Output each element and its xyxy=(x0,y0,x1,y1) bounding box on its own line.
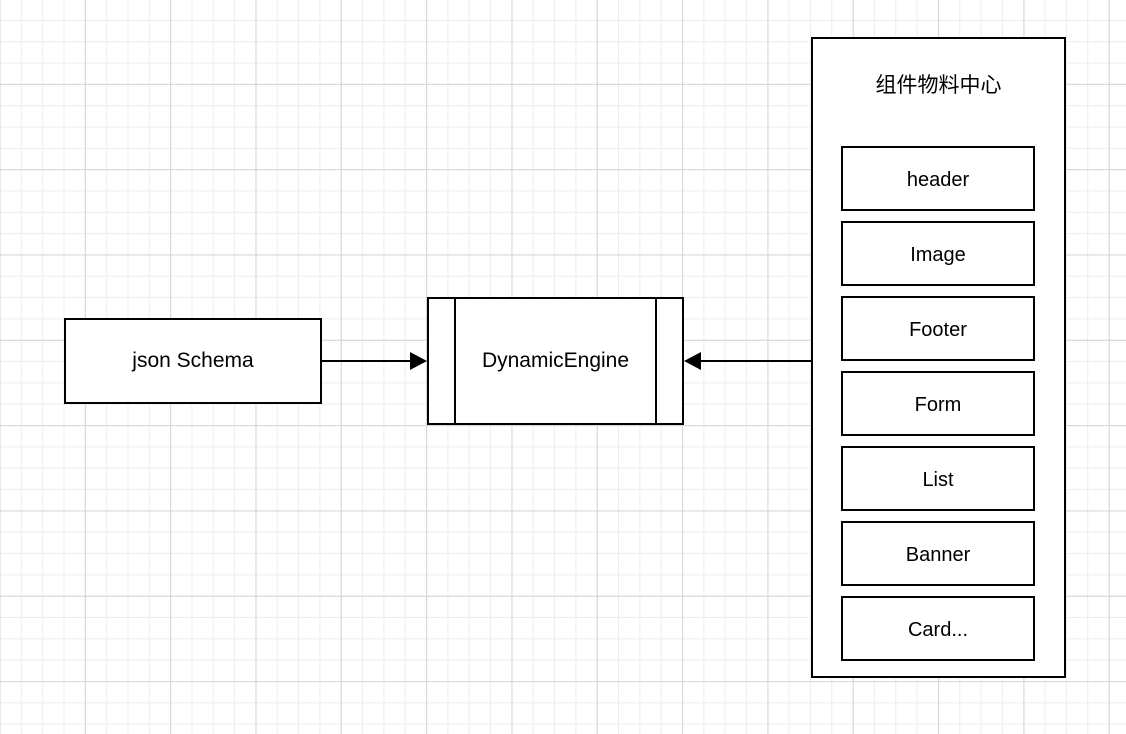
list-item[interactable]: header xyxy=(841,146,1035,211)
arrowhead-left-icon xyxy=(684,352,701,370)
list-item-label: Card... xyxy=(907,619,969,641)
edge-panel-to-engine[interactable] xyxy=(695,360,811,362)
list-item-label: Image xyxy=(910,244,966,266)
list-item-label: Footer xyxy=(909,319,967,341)
list-item-label: List xyxy=(922,469,954,491)
list-item[interactable]: Form xyxy=(841,371,1035,436)
edge-schema-to-engine[interactable] xyxy=(322,360,416,362)
list-item[interactable]: Footer xyxy=(841,296,1035,361)
list-item[interactable]: List xyxy=(841,446,1035,511)
component-panel-title: 组件物料中心 xyxy=(875,73,1002,97)
node-json-schema[interactable]: json Schema xyxy=(64,318,322,404)
list-item-label: header xyxy=(906,169,970,191)
list-item[interactable]: Banner xyxy=(841,521,1035,586)
list-item[interactable]: Image xyxy=(841,221,1035,286)
list-item-label: Banner xyxy=(905,544,971,566)
component-panel-item-list: header Image Footer Form List Banner Car… xyxy=(841,146,1035,661)
node-json-schema-label: json Schema xyxy=(132,348,254,372)
arrowhead-right-icon xyxy=(410,352,427,370)
node-dynamic-engine[interactable]: DynamicEngine xyxy=(427,297,684,425)
process-divider-right xyxy=(655,297,657,425)
node-component-panel[interactable]: 组件物料中心 header Image Footer Form List Ban… xyxy=(811,37,1066,678)
list-item-label: Form xyxy=(914,394,962,416)
process-divider-left xyxy=(454,297,456,425)
node-dynamic-engine-label: DynamicEngine xyxy=(481,348,630,372)
list-item[interactable]: Card... xyxy=(841,596,1035,661)
